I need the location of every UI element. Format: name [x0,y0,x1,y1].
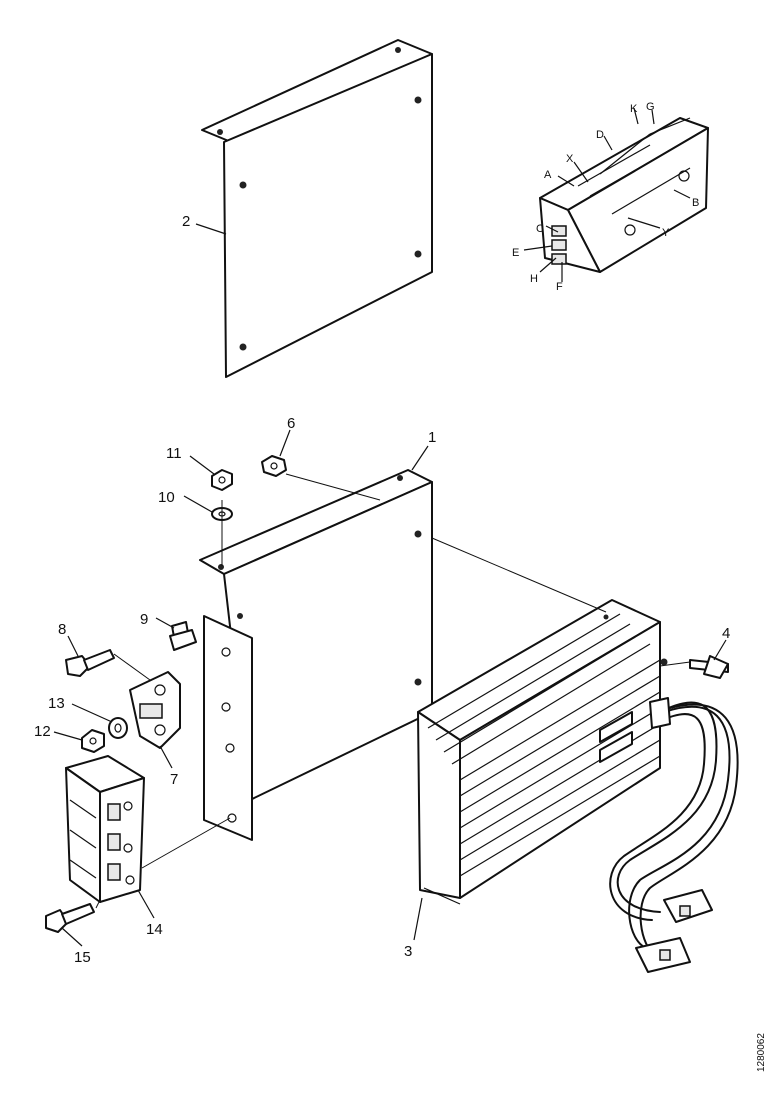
bolt-part-8 [65,649,115,677]
label-part-9: 9 [140,611,148,628]
label-part-3: 3 [404,943,412,960]
clamp-part-7 [129,671,181,749]
alignment-lines [95,473,691,909]
detail-letter-b: B [692,197,699,209]
washer-part-13 [108,717,128,739]
nut-part-12 [81,729,105,753]
control-unit-part-3 [417,599,668,905]
detail-letter-d: D [596,129,604,141]
detail-letter-a: A [544,169,552,181]
label-part-1: 1 [428,429,436,446]
leader-lines [53,107,727,947]
terminal-block-part-14 [65,755,145,903]
mounting-plate-part-1 [199,469,433,841]
label-part-10: 10 [158,489,175,506]
bolt-part-4 [689,655,729,679]
label-part-6: 6 [287,415,295,432]
bolt-part-15 [45,903,95,933]
label-part-14: 14 [146,921,163,938]
bracket-part-2 [201,39,433,378]
label-part-8: 8 [58,621,66,638]
detail-letter-h: H [530,273,538,285]
nut-part-6 [261,455,287,477]
detail-letter-k: K [630,103,638,115]
wiring-harness [609,697,739,973]
figure-reference-number: 1280062 [756,1033,767,1072]
nut-part-11 [211,469,233,491]
label-part-15: 15 [74,949,91,966]
detail-letter-c: C [536,223,544,235]
detail-letter-g: G [646,101,655,113]
label-part-4: 4 [722,625,730,642]
label-part-13: 13 [48,695,65,712]
label-part-2: 2 [182,213,190,230]
label-part-11: 11 [166,445,182,462]
detail-letter-x: X [566,153,574,165]
connector-detail-view [539,117,709,273]
label-part-12: 12 [34,723,51,740]
detail-letter-e: E [512,247,519,259]
label-part-7: 7 [170,771,178,788]
detail-letter-f: F [556,281,563,293]
bolt-part-9 [169,621,197,651]
detail-letter-y: Y [662,227,670,239]
